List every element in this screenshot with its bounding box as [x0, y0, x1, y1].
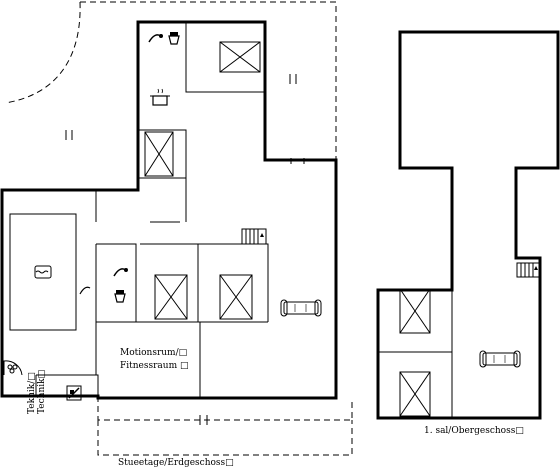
upper-floor-title: 1. sal/Obergeschoss□	[424, 426, 524, 436]
shower-icon	[113, 268, 128, 277]
terrace-curve	[4, 1, 81, 104]
bed-icon	[399, 288, 431, 334]
hob-icon	[66, 385, 82, 401]
pool	[9, 213, 77, 331]
ground-floor-title: Stueetage/Erdgeschoss□	[118, 458, 234, 468]
upper-exterior-wall	[376, 30, 560, 420]
sauna-icon	[3, 360, 23, 376]
sofa-icon	[280, 299, 322, 317]
upper-floor-plan	[376, 30, 560, 420]
bed-icon	[399, 371, 431, 417]
teknik-label: Teknik/□	[27, 372, 37, 414]
shower-icon	[148, 34, 163, 43]
toilet-icon	[114, 290, 126, 303]
bed-icon	[144, 131, 174, 177]
sofa-icon	[479, 350, 521, 368]
pool-icon	[34, 265, 52, 279]
stairs-icon	[516, 262, 540, 278]
exterior-wall	[0, 20, 338, 400]
bed-icon	[154, 274, 188, 320]
upper-interior-walls	[378, 290, 453, 418]
fitness-label-2: Fitnessraum □	[120, 361, 188, 371]
bed-icon	[219, 274, 253, 320]
lower-terrace-outline	[97, 396, 353, 456]
door-marks	[65, 74, 305, 425]
technik-label: Technik□	[37, 370, 47, 414]
bed-icon	[219, 41, 261, 73]
stairs-icon	[241, 228, 267, 245]
terrace-outline	[80, 1, 337, 178]
interior-walls	[35, 22, 269, 398]
cooking-pot-icon	[150, 88, 170, 106]
shower-icon	[79, 286, 91, 295]
ground-floor-plan	[0, 1, 353, 456]
fitness-label-1: Motionsrum/□	[120, 348, 187, 358]
toilet-icon	[168, 32, 180, 45]
